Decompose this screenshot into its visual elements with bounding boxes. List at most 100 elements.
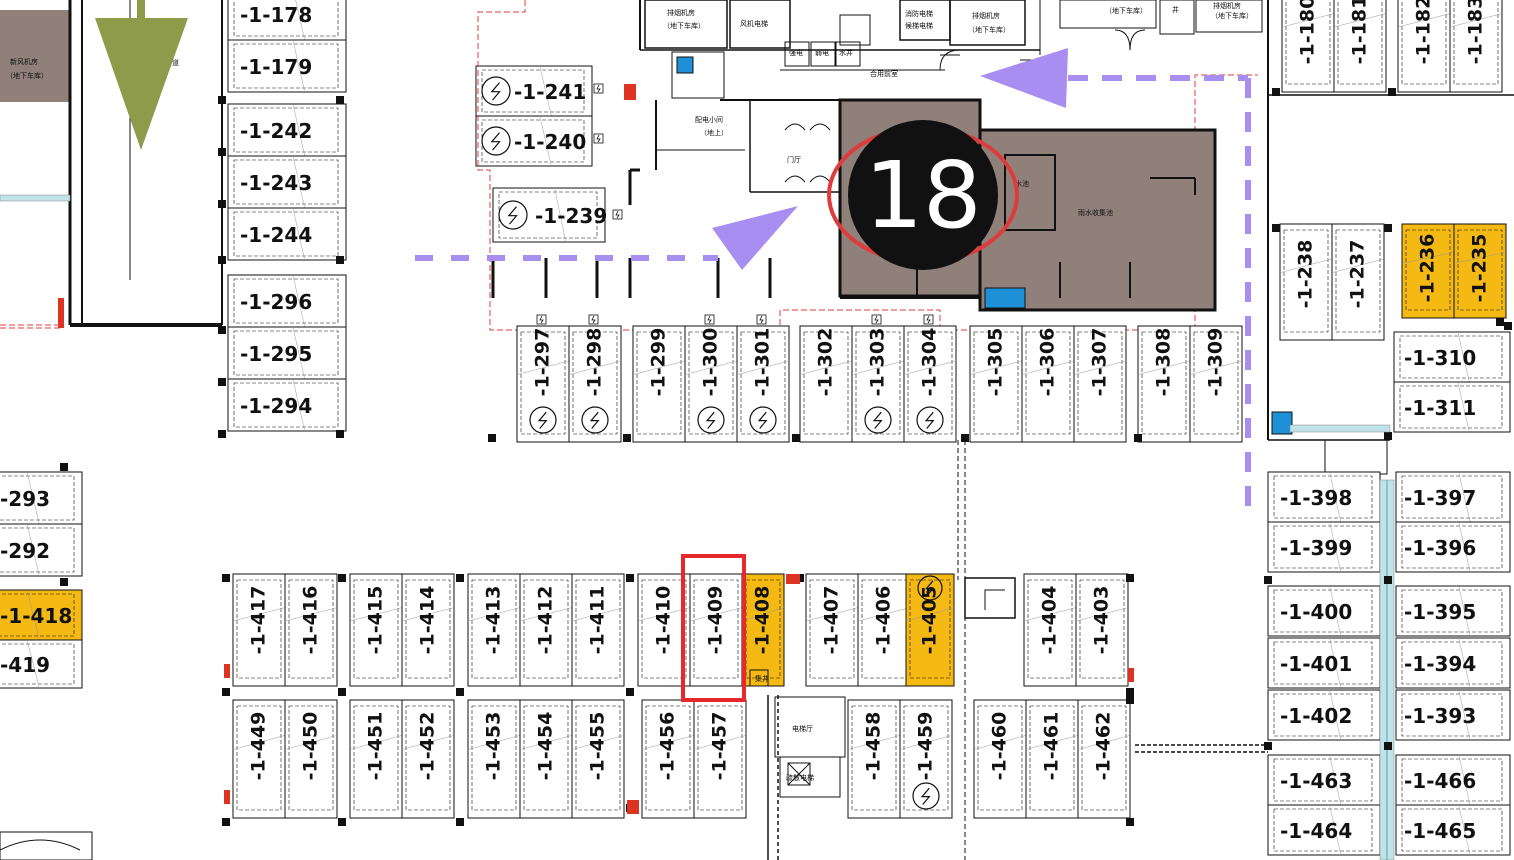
parking-space[interactable]: -1-235	[1453, 223, 1507, 319]
parking-space[interactable]: -1-411	[571, 573, 625, 687]
parking-space[interactable]: -1-454	[519, 699, 573, 819]
parking-space[interactable]: -1-310	[1393, 331, 1511, 383]
parking-space[interactable]: -1-412	[519, 573, 573, 687]
parking-space[interactable]: -1-395	[1395, 585, 1511, 637]
parking-space[interactable]: -1-463	[1267, 754, 1381, 806]
parking-space[interactable]: -1-403	[1075, 573, 1129, 687]
parking-space[interactable]: -1-417	[232, 573, 286, 687]
parking-space[interactable]: -1-399	[1267, 521, 1381, 573]
parking-space[interactable]: -1-400	[1267, 585, 1381, 637]
parking-space[interactable]: -1-418	[0, 589, 83, 641]
parking-space[interactable]: -1-458	[847, 699, 901, 819]
parking-space[interactable]: -292	[0, 523, 83, 577]
parking-space[interactable]: -1-306	[1021, 325, 1075, 443]
parking-space[interactable]: -1-294	[227, 378, 347, 432]
parking-space[interactable]: -1-239	[492, 187, 607, 243]
parking-space[interactable]: -1-414	[401, 573, 455, 687]
parking-space[interactable]: -1-453	[467, 699, 521, 819]
parking-space[interactable]: -1-308	[1137, 325, 1191, 443]
parking-space[interactable]: -1-240	[475, 115, 593, 167]
parking-space[interactable]: -1-466	[1395, 754, 1511, 806]
parking-space[interactable]: -1-303	[851, 325, 905, 443]
space-label: -1-237	[1347, 240, 1369, 309]
room-door-hall: 门厅	[787, 155, 801, 164]
parking-space[interactable]: -1-244	[227, 207, 347, 261]
parking-space[interactable]: -1-396	[1395, 521, 1511, 573]
parking-space[interactable]: -1-460	[973, 699, 1027, 819]
parking-space[interactable]: -1-305	[969, 325, 1023, 443]
parking-space[interactable]: -1-401	[1267, 637, 1381, 689]
parking-space[interactable]: -1-297	[516, 325, 570, 443]
space-label: -1-409	[705, 586, 727, 655]
parking-space[interactable]: -1-311	[1393, 381, 1511, 433]
parking-space[interactable]: -1-457	[693, 699, 747, 819]
parking-space[interactable]: -1-180	[1281, 0, 1335, 93]
parking-space[interactable]: -1-416	[284, 573, 338, 687]
parking-space[interactable]: -1-413	[467, 573, 521, 687]
space-label: -1-458	[863, 712, 885, 781]
parking-space[interactable]: -1-304	[903, 325, 957, 443]
room-fan-right-sub: （地下车库）	[968, 25, 1010, 34]
parking-space[interactable]: -419	[0, 639, 83, 689]
space-label: -1-398	[1280, 486, 1352, 510]
parking-space[interactable]: -1-181	[1333, 0, 1387, 93]
road-label: 道	[172, 58, 179, 67]
space-label: -1-403	[1091, 586, 1113, 655]
parking-space[interactable]: -1-183	[1449, 0, 1503, 93]
parking-space[interactable]: -1-405	[905, 573, 955, 687]
ev-top-spaces: -1-241-1-240 -1-239	[475, 65, 636, 243]
space-label: -1-411	[587, 586, 609, 655]
parking-space[interactable]: -1-464	[1267, 804, 1381, 856]
parking-space[interactable]: -1-307	[1073, 325, 1127, 443]
parking-space[interactable]: -1-415	[349, 573, 403, 687]
parking-space[interactable]: -1-451	[349, 699, 403, 819]
parking-space[interactable]: -1-397	[1395, 471, 1511, 523]
parking-space[interactable]: -1-242	[227, 103, 347, 157]
parking-space[interactable]: -1-407	[805, 573, 859, 687]
parking-space[interactable]: -1-455	[571, 699, 625, 819]
parking-space[interactable]: -1-459	[899, 699, 953, 819]
parking-space[interactable]: -1-236	[1401, 223, 1455, 319]
parking-space[interactable]: -1-461	[1025, 699, 1079, 819]
parking-space[interactable]: -1-295	[227, 326, 347, 380]
space-label: -1-456	[657, 712, 679, 781]
parking-space[interactable]: -1-398	[1267, 471, 1381, 523]
parking-space[interactable]: -1-178	[227, 0, 347, 41]
parking-space[interactable]: -1-179	[227, 39, 347, 93]
ev-charger-icon	[529, 406, 557, 434]
parking-space[interactable]: -293	[0, 471, 83, 525]
parking-space[interactable]: -1-408	[741, 573, 785, 687]
parking-space[interactable]: -1-238	[1279, 223, 1333, 341]
space-label: -1-235	[1469, 234, 1491, 303]
parking-space[interactable]: -1-449	[232, 699, 286, 819]
space-label: -1-464	[1280, 819, 1352, 843]
parking-space[interactable]: -1-402	[1267, 689, 1381, 741]
parking-space[interactable]: -1-456	[641, 699, 695, 819]
parking-space[interactable]: -1-462	[1077, 699, 1131, 819]
marker-18: 18	[827, 120, 1019, 270]
parking-space[interactable]: -1-465	[1395, 804, 1511, 856]
parking-space[interactable]: -1-296	[227, 274, 347, 328]
parking-space[interactable]: -1-393	[1395, 689, 1511, 741]
parking-space[interactable]: -1-309	[1189, 325, 1243, 443]
parking-space[interactable]: -1-452	[401, 699, 455, 819]
parking-space[interactable]: -1-409	[689, 573, 743, 687]
parking-space[interactable]: -1-404	[1023, 573, 1077, 687]
parking-space[interactable]: -1-243	[227, 155, 347, 209]
parking-space[interactable]: -1-237	[1331, 223, 1385, 341]
parking-space[interactable]: -1-394	[1395, 637, 1511, 689]
parking-space[interactable]: -1-299	[632, 325, 686, 443]
parking-space[interactable]: -1-301	[736, 325, 790, 443]
space-label: -1-243	[240, 171, 312, 195]
parking-space[interactable]: -1-298	[568, 325, 622, 443]
space-label: -1-414	[417, 586, 439, 655]
parking-space[interactable]: -1-450	[284, 699, 338, 819]
space-label: -292	[0, 539, 50, 563]
parking-space[interactable]: -1-241	[475, 65, 593, 117]
parking-space[interactable]: -1-182	[1397, 0, 1451, 93]
room-evac-elev: 疏散电梯	[786, 773, 814, 782]
parking-space[interactable]: -1-300	[684, 325, 738, 443]
parking-space[interactable]: -1-406	[857, 573, 911, 687]
parking-space[interactable]: -1-302	[799, 325, 853, 443]
highlight-box-409[interactable]	[681, 554, 746, 702]
